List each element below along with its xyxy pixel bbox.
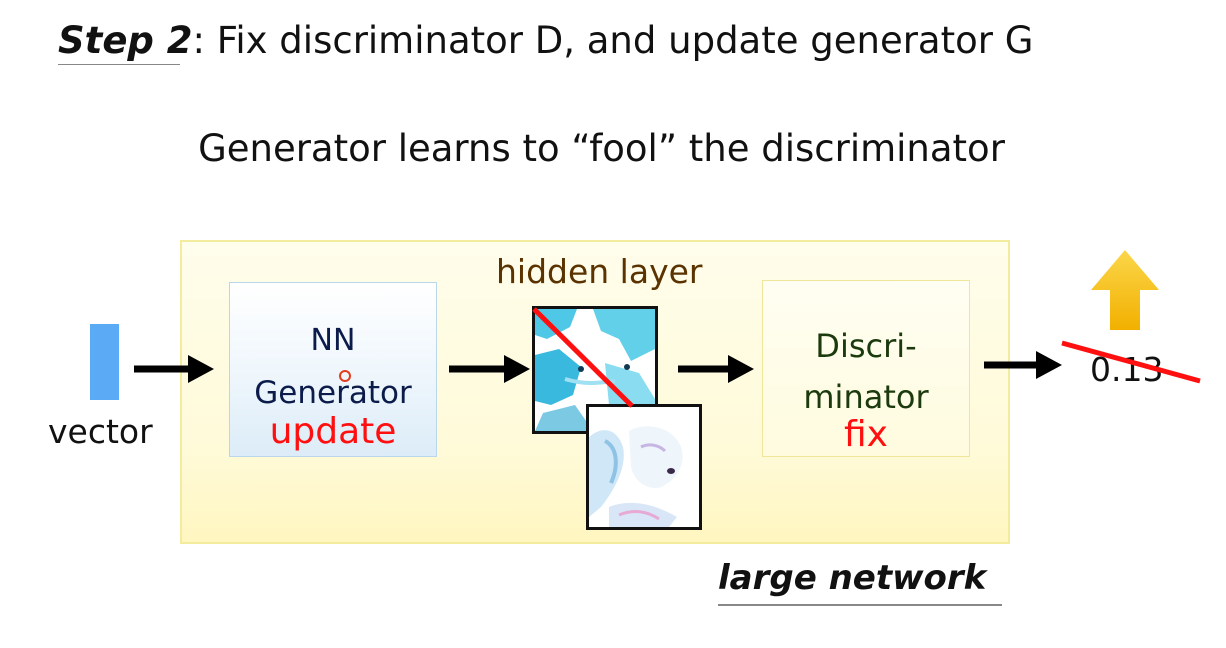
- arrow-vector-to-generator: [134, 355, 214, 383]
- up-arrow-icon: [1091, 250, 1159, 330]
- input-vector-bar: [90, 324, 119, 400]
- discriminator-state: fix: [844, 414, 888, 455]
- generator-line1: NN: [310, 323, 356, 358]
- generator-box: [229, 282, 437, 457]
- discriminator-line2: minator: [803, 378, 929, 416]
- input-vector-label: vector: [48, 412, 153, 451]
- generated-image: [586, 404, 702, 530]
- arrow-generator-to-hidden: [449, 355, 530, 383]
- hidden-layer-label: hidden layer: [496, 252, 703, 291]
- slide-title: Step 2: Fix discriminator D, and update …: [58, 16, 1033, 66]
- output-strike: [1061, 340, 1201, 384]
- step-label: Step 2: [58, 19, 193, 62]
- discriminator-box: [762, 280, 970, 457]
- slide-subtitle: Generator learns to “fool” the discrimin…: [198, 127, 1005, 170]
- large-network-underline: [718, 604, 1002, 606]
- generator-mark: [339, 370, 351, 382]
- step-description: : Fix discriminator D, and update genera…: [192, 19, 1034, 62]
- large-network-label: large network: [718, 558, 987, 598]
- discriminator-line1: Discri-: [815, 327, 917, 365]
- generator-line2: Generator: [254, 375, 412, 411]
- arrow-discriminator-to-output: [984, 351, 1062, 379]
- hidden-image-strike: [532, 307, 634, 408]
- generator-state: update: [269, 411, 397, 452]
- step-underline: [58, 64, 180, 65]
- arrow-hidden-to-discriminator: [678, 355, 754, 383]
